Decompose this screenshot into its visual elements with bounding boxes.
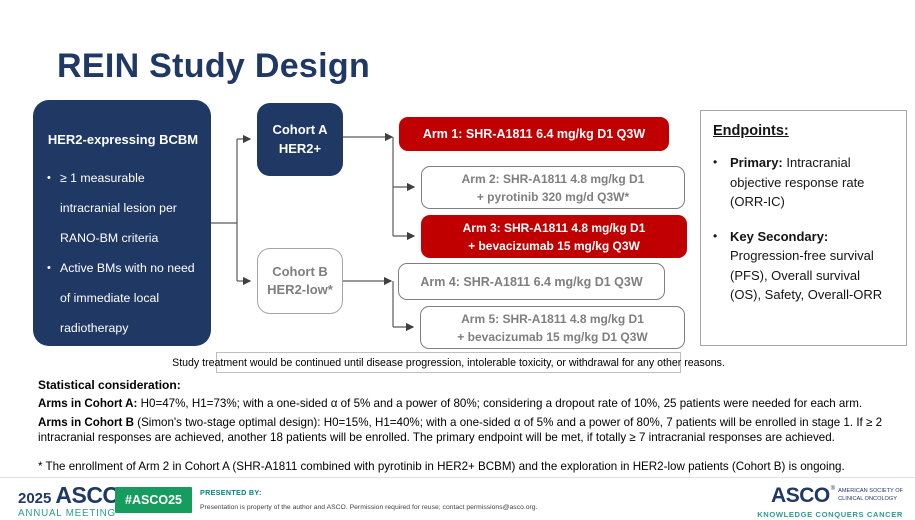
arm-box-4: Arm 4: SHR-A1811 6.4 mg/kg D1 Q3W [398, 263, 665, 300]
arm-label-line2: + pyrotinib 320 mg/d Q3W* [476, 189, 630, 204]
asco-society-logo: ASCO ® AMERICAN SOCIETY OF CLINICAL ONCO… [757, 484, 903, 519]
cohort-b-box: Cohort B HER2-low* [257, 248, 343, 314]
population-criterion: Active BMs with no need of immediate loc… [47, 253, 201, 343]
cohort-a-name: Cohort A [272, 122, 328, 138]
hashtag-badge: #ASCO25 [115, 487, 192, 513]
endpoint-body: Intracranial objective response rate (OR… [730, 155, 865, 209]
treatment-note: Study treatment would be continued until… [172, 352, 725, 373]
stats-cohort-a-lead: Arms in Cohort A: [38, 397, 138, 411]
meeting-year: 2025 [18, 490, 52, 507]
arm-label: Arm 4: SHR-A1811 6.4 mg/kg D1 Q3W [420, 274, 643, 289]
meeting-org: ASCO [55, 482, 120, 508]
endpoint-lead: Primary: [730, 155, 783, 170]
population-criterion: ≥ 1 measurable intracranial lesion per R… [47, 163, 201, 253]
arm-box-5: Arm 5: SHR-A1811 4.8 mg/kg D1 + bevacizu… [420, 306, 685, 349]
arm-box-1: Arm 1: SHR-A1811 6.4 mg/kg D1 Q3W [399, 117, 669, 151]
arm-label-line2: + bevacizumab 15 mg/kg D1 Q3W [457, 329, 648, 344]
stats-cohort-a-text: H0=47%, H1=73%; with a one-sided α of 5%… [137, 397, 863, 411]
permission-text: Presentation is property of the author a… [200, 504, 538, 511]
bullet-marker: • [713, 228, 718, 243]
stats-cohort-a: Arms in Cohort A: H0=47%, H1=73%; with a… [38, 397, 902, 412]
stats-cohort-b: Arms in Cohort B (Simon's two-stage opti… [38, 416, 902, 446]
arm-box-2: Arm 2: SHR-A1811 4.8 mg/kg D1 + pyrotini… [421, 166, 685, 209]
endpoints-title: Endpoints: [713, 123, 789, 139]
presented-by-label: PRESENTED BY: [200, 488, 262, 497]
arm-label: Arm 1: SHR-A1811 6.4 mg/kg D1 Q3W [422, 127, 646, 141]
cohort-a-subtype: HER2+ [278, 140, 322, 156]
asco-tagline: KNOWLEDGE CONQUERS CANCER [757, 510, 903, 519]
population-criteria-list: ≥ 1 measurable intracranial lesion per R… [45, 163, 201, 343]
endpoint-text: Primary: Intracranial objective response… [730, 153, 894, 212]
arm-label: Arm 2: SHR-A1811 4.8 mg/kg D1 [461, 171, 645, 186]
asco-logo-name: ASCO [771, 484, 830, 507]
slide-footer: 2025 ASCO ® ANNUAL MEETING #ASCO25 PRESE… [0, 477, 915, 520]
registered-mark: ® [830, 486, 836, 492]
page-title: REIN Study Design [57, 46, 371, 85]
asco-logo-row: ASCO ® AMERICAN SOCIETY OF CLINICAL ONCO… [757, 484, 903, 508]
presented-by-block: PRESENTED BY: Presentation is property o… [200, 488, 537, 511]
endpoint-text: Key Secondary: Progression-free survival… [730, 227, 894, 305]
meeting-name: ANNUAL MEETING [18, 508, 116, 519]
asco-society-line2: CLINICAL ONCOLOGY [838, 496, 897, 502]
population-title: HER2-expressing BCBM [47, 132, 199, 147]
asco-annual-meeting-logo: 2025 ASCO ® ANNUAL MEETING [18, 482, 125, 519]
bullet-marker: • [713, 155, 718, 169]
arm-label: Arm 5: SHR-A1811 4.8 mg/kg D1 [461, 311, 644, 326]
endpoint-secondary: • Key Secondary: Progression-free surviv… [713, 227, 894, 305]
population-box: HER2-expressing BCBM ≥ 1 measurable intr… [33, 100, 211, 346]
cohort-b-subtype: HER2-low* [267, 282, 333, 297]
asco-society-name: AMERICAN SOCIETY OF CLINICAL ONCOLOGY [838, 488, 903, 503]
meeting-logo-row: 2025 ASCO ® [18, 482, 125, 508]
endpoint-lead: Key Secondary: [730, 228, 829, 244]
asterisk-footnote: * The enrollment of Arm 2 in Cohort A (S… [38, 459, 845, 473]
asco-society-line1: AMERICAN SOCIETY OF [838, 488, 903, 495]
stats-cohort-b-text: (Simon's two-stage optimal design): H0=1… [38, 416, 883, 445]
cohort-b-name: Cohort B [272, 263, 328, 279]
cohort-a-box: Cohort A HER2+ [257, 103, 343, 176]
stats-heading: Statistical consideration: [38, 378, 181, 392]
arm-box-3: Arm 3: SHR-A1811 4.8 mg/kg D1 + bevacizu… [421, 215, 687, 258]
arm-label-line2: + bevacizumab 15 mg/kg Q3W [468, 238, 640, 253]
statistical-consideration: Statistical consideration: Arms in Cohor… [38, 378, 902, 479]
endpoint-body: Progression-free survival (PFS), Overall… [730, 248, 883, 302]
arm-label: Arm 3: SHR-A1811 4.8 mg/kg D1 [462, 220, 646, 235]
stats-cohort-b-lead: Arms in Cohort B [38, 416, 134, 430]
endpoint-primary: • Primary: Intracranial objective respon… [713, 153, 894, 212]
endpoints-panel: Endpoints: • Primary: Intracranial objec… [700, 110, 907, 346]
